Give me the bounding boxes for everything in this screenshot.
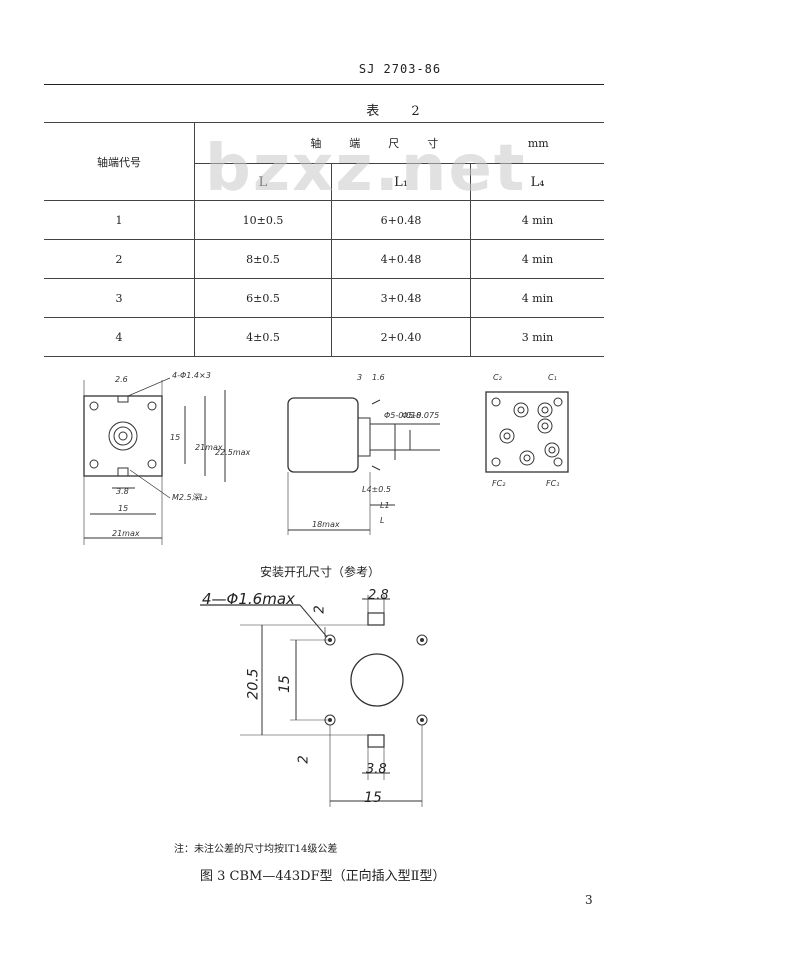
front-hole-spec: 4-Φ1.4×3 [172, 371, 211, 380]
side-diameter-2: Φ5-0.075 [402, 411, 439, 420]
front-top-dim: 2.6 [115, 375, 128, 384]
cell-l4: 4 min [470, 200, 604, 240]
side-l4: L4±0.5 [362, 485, 391, 494]
side-diameter-1: Φ5-0.018 [384, 411, 421, 420]
cell-code: 4 [44, 317, 195, 357]
mount-dim-28: 2.8 [368, 588, 389, 603]
cell-l1: 2+0.40 [331, 317, 471, 357]
cell-code: 1 [44, 200, 195, 240]
cell-l4: 4 min [470, 239, 604, 279]
pin-label-fc2: FC₂ [492, 479, 506, 488]
mount-dim-205: 20.5 [245, 668, 262, 700]
side-view-drawing [287, 397, 440, 535]
front-dim-15-v: 15 [170, 433, 180, 442]
side-top-dim-2: 1.6 [372, 373, 385, 382]
table-title: 表 2 [366, 104, 434, 119]
cell-l: 4±0.5 [194, 317, 332, 357]
component-drawings: 4-Φ1.4×3 2.6 15 21max 22.5max 3.8 M2.5深L… [83, 371, 569, 545]
front-dim-225: 22.5max [215, 448, 251, 457]
cell-l4: 4 min [470, 278, 604, 318]
cell-l1: 6+0.48 [331, 200, 471, 240]
col-header-l: L [194, 163, 332, 201]
front-dim-15-h: 15 [118, 504, 128, 513]
pin-label-c1: C₁ [548, 373, 557, 382]
cell-l1: 4+0.48 [331, 239, 471, 279]
col-header-group: 轴端尺寸 mm [194, 122, 604, 164]
mounting-hole-drawing [200, 595, 428, 807]
cell-code: 3 [44, 278, 195, 318]
pin-label-c2: C₂ [493, 373, 503, 382]
tolerance-note: 注：未注公差的尺寸均按IT14级公差 [174, 844, 338, 855]
cell-l: 10±0.5 [194, 200, 332, 240]
pin-label-fc1: FC₁ [546, 479, 559, 488]
cell-l1: 3+0.48 [331, 278, 471, 318]
front-view-drawing [83, 377, 226, 545]
mount-hole-spec: 4—Φ1.6max [202, 590, 295, 608]
page-number: 3 [585, 893, 593, 907]
header-rule [44, 84, 604, 85]
cell-code: 2 [44, 239, 195, 279]
mount-caption: 安装开孔尺寸（参考） [260, 565, 381, 579]
pin-view-drawing [485, 391, 569, 473]
side-l: L [380, 516, 384, 525]
side-width: 18max [312, 520, 340, 529]
mount-dim-2-top: 2 [312, 605, 328, 614]
unit-label: mm [527, 137, 549, 150]
figure-caption: 图 3 CBM—443DF型（正向插入型Ⅱ型） [200, 869, 446, 884]
front-thread: M2.5深L₂ [172, 493, 208, 502]
group-header-label: 轴端尺寸 [310, 137, 467, 150]
cell-l: 6±0.5 [194, 278, 332, 318]
shaft-dimension-table: 轴端代号 轴端尺寸 mm L L₁ L₄ 1 10±0.5 6+0.48 4 m… [44, 122, 604, 357]
col-header-l4: L₄ [470, 163, 604, 201]
table-row: 2 8±0.5 4+0.48 4 min [44, 239, 604, 279]
table-row: 4 4±0.5 2+0.40 3 min [44, 317, 604, 357]
table-row: 1 10±0.5 6+0.48 4 min [44, 200, 604, 240]
col-header-l1: L₁ [331, 163, 471, 201]
cell-l4: 3 min [470, 317, 604, 357]
front-dim-21: 21max [195, 443, 223, 452]
mount-dim-15-h: 15 [364, 790, 382, 806]
front-dim-38: 3.8 [116, 487, 129, 496]
document-code: SJ 2703-86 [358, 62, 442, 76]
cell-l: 8±0.5 [194, 239, 332, 279]
mount-dim-15-v: 15 [276, 675, 293, 693]
mount-dim-2-bot: 2 [296, 755, 312, 764]
front-dim-21-h: 21max [112, 529, 140, 538]
side-l1: L1 [380, 501, 390, 510]
mount-dim-38: 3.8 [366, 762, 387, 777]
col-header-code: 轴端代号 [44, 122, 195, 201]
side-top-dim: 3 [357, 373, 362, 382]
table-row: 3 6±0.5 3+0.48 4 min [44, 278, 604, 318]
